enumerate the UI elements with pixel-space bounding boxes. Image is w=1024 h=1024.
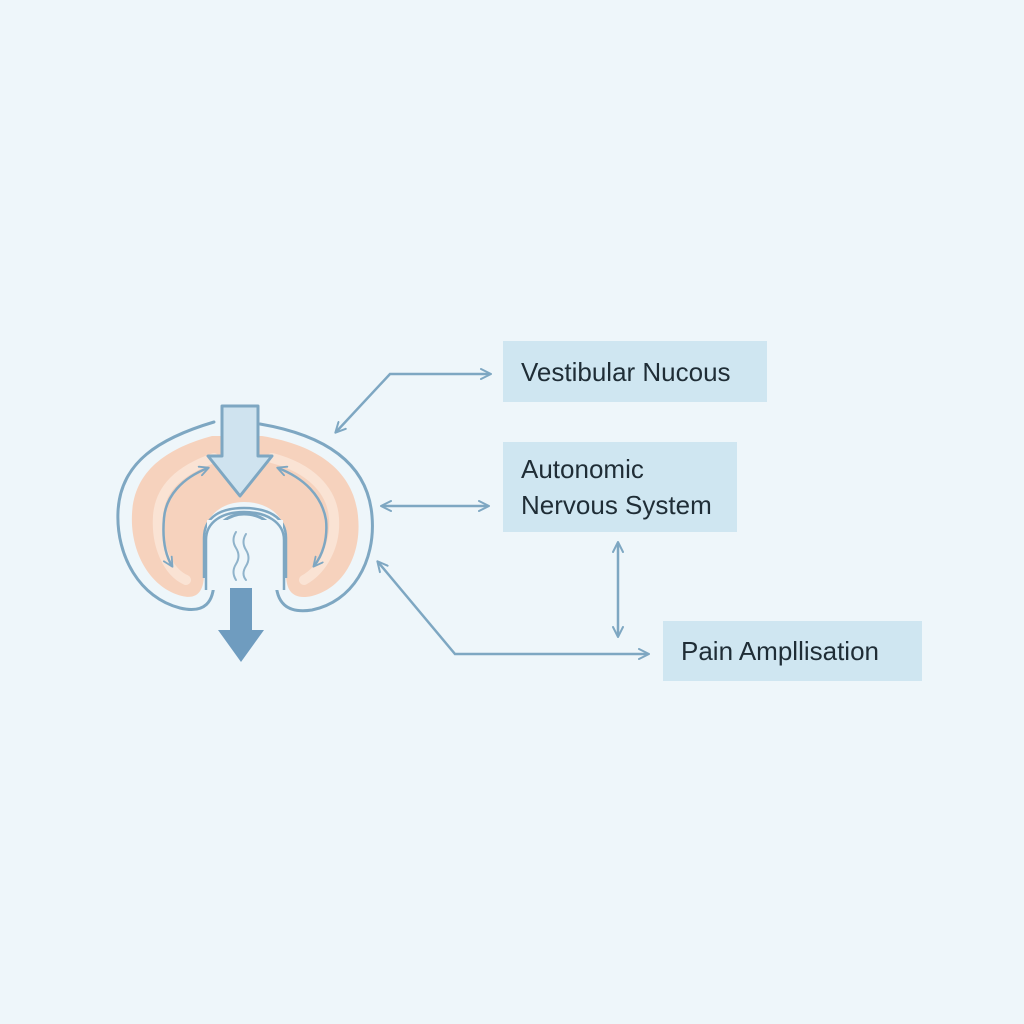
vestibular-nucleus-label: Vestibular Nucous — [521, 356, 731, 387]
curved-arrow-left-icon — [162, 465, 210, 568]
autonomic-nervous-system-box: Autonomic Nervous System — [503, 442, 737, 532]
vestibular-nucleus-box: Vestibular Nucous — [503, 341, 767, 402]
connector-organ-vestibular — [334, 368, 492, 434]
autonomic-label-line1: Autonomic — [521, 454, 644, 484]
input-down-arrow-icon — [206, 404, 274, 498]
connector-organ-pain — [376, 560, 650, 660]
pain-amplification-box: Pain Ampllisation — [663, 621, 922, 681]
pain-amplification-label: Pain Ampllisation — [681, 636, 879, 666]
organ-outer-outline — [116, 420, 374, 613]
autonomic-label-line2: Nervous System — [521, 490, 712, 520]
wavy-lines-icon — [232, 531, 250, 581]
curved-arrow-right-icon — [276, 465, 328, 568]
output-down-arrow-icon — [218, 588, 264, 662]
stomach-cross-section-icon — [116, 420, 374, 613]
